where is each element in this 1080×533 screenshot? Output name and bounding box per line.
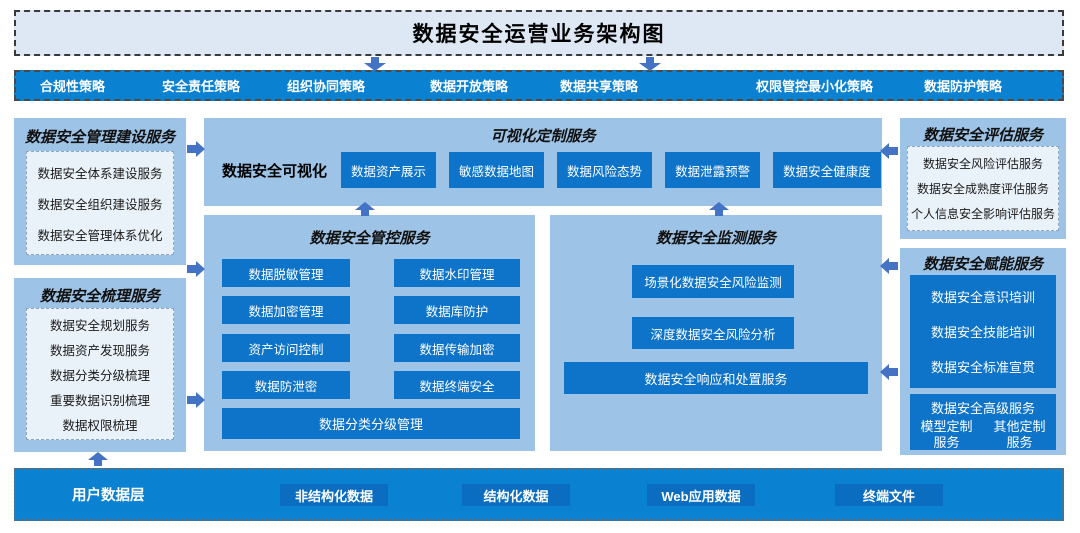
control-chip: 数据传输加密 xyxy=(394,334,520,362)
policy-strategy-bar: 合规性策略 安全责任策略 组织协同策略 数据开放策略 数据共享策略 权限管控最小… xyxy=(14,70,1064,101)
control-chip: 数据终端安全 xyxy=(394,371,520,399)
viz-chip: 数据泄露预警 xyxy=(665,152,761,188)
assess-item: 数据安全风险评估服务 xyxy=(922,157,1043,171)
bottom-chip: Web应用数据 xyxy=(647,484,755,506)
panel-enablement: 数据安全赋能服务 数据安全意识培训 数据安全技能培训 数据安全标准宣贯 数据安全… xyxy=(900,248,1066,455)
advanced-sub-item: 模型定制服务 xyxy=(920,419,973,450)
policy-item: 合规性策略 xyxy=(40,79,106,94)
enable-advanced-block: 数据安全高级服务 模型定制服务 其他定制服务 xyxy=(910,394,1056,450)
mgmt-item: 数据安全体系建设服务 xyxy=(37,166,163,181)
viz-chip: 敏感数据地图 xyxy=(449,152,545,188)
panel-control: 数据安全管控服务 数据脱敏管理 数据加密管理 资产访问控制 数据防泄密 数据水印… xyxy=(204,215,535,451)
policy-item: 权限管控最小化策略 xyxy=(756,79,874,94)
combing-item: 数据权限梳理 xyxy=(62,418,138,433)
monitor-wide-chip: 数据安全响应和处置服务 xyxy=(564,362,868,394)
control-chip: 数据脱敏管理 xyxy=(222,259,350,287)
panel-control-title: 数据安全管控服务 xyxy=(309,231,430,247)
advanced-sub-item: 其他定制服务 xyxy=(993,419,1046,450)
control-chip: 数据防泄密 xyxy=(222,371,350,399)
combing-item: 重要数据识别梳理 xyxy=(49,393,150,408)
combing-items-box: 数据安全规划服务 数据资产发现服务 数据分类分级梳理 重要数据识别梳理 数据权限… xyxy=(26,308,174,440)
viz-chip: 数据风险态势 xyxy=(557,152,653,188)
policy-item: 数据共享策略 xyxy=(560,79,639,94)
viz-chip: 数据安全健康度 xyxy=(773,152,881,188)
arrow-left-assess-to-viz xyxy=(880,143,898,159)
diagram-title: 数据安全运营业务架构图 xyxy=(412,22,666,46)
assess-item: 个人信息安全影响评估服务 xyxy=(910,207,1055,221)
arrow-right-mgmt-to-viz xyxy=(187,141,205,157)
control-chip: 资产访问控制 xyxy=(222,334,350,362)
policy-item: 数据开放策略 xyxy=(430,79,509,94)
mgmt-items-box: 数据安全体系建设服务 数据安全组织建设服务 数据安全管理体系优化 xyxy=(26,151,174,255)
policy-item: 组织协同策略 xyxy=(287,79,366,94)
policy-item: 数据防护策略 xyxy=(924,79,1003,94)
monitor-chip: 深度数据安全风险分析 xyxy=(632,317,794,349)
enable-items-block: 数据安全意识培训 数据安全技能培训 数据安全标准宣贯 xyxy=(910,275,1056,388)
arrow-up-control-to-viz xyxy=(355,202,375,216)
control-chip: 数据加密管理 xyxy=(222,296,350,324)
arrow-right-combing-to-control xyxy=(187,392,205,408)
panel-data-combing: 数据安全梳理服务 数据安全规划服务 数据资产发现服务 数据分类分级梳理 重要数据… xyxy=(14,278,186,452)
panel-mgmt-construction: 数据安全管理建设服务 数据安全体系建设服务 数据安全组织建设服务 数据安全管理体… xyxy=(14,118,186,265)
viz-chip: 数据资产展示 xyxy=(341,152,437,188)
advanced-title: 数据安全高级服务 xyxy=(930,401,1035,416)
arrow-down-title-to-policy xyxy=(364,57,386,71)
monitor-chip: 场景化数据安全风险监测 xyxy=(632,265,794,298)
control-chip: 数据水印管理 xyxy=(394,259,520,287)
bottom-chip: 非结构化数据 xyxy=(280,484,388,506)
mgmt-item: 数据安全管理体系优化 xyxy=(37,228,163,243)
panel-mgmt-title: 数据安全管理建设服务 xyxy=(24,130,175,146)
arrow-right-mgmt-to-control xyxy=(187,261,205,277)
arrow-left-enable-to-monitor xyxy=(880,258,898,274)
policy-item: 安全责任策略 xyxy=(162,79,241,94)
panel-viz-title: 可视化定制服务 xyxy=(490,129,596,145)
panel-monitor: 数据安全监测服务 场景化数据安全风险监测 深度数据安全风险分析 数据安全响应和处… xyxy=(550,215,882,451)
arrow-up-bar-to-combing xyxy=(88,452,108,466)
combing-item: 数据资产发现服务 xyxy=(49,343,150,358)
panel-enable-title: 数据安全赋能服务 xyxy=(922,257,1043,273)
panel-assessment: 数据安全评估服务 数据安全风险评估服务 数据安全成熟度评估服务 个人信息安全影响… xyxy=(900,118,1066,239)
arrow-down-title-to-policy xyxy=(639,57,661,71)
panel-combing-title: 数据安全梳理服务 xyxy=(39,289,160,305)
enable-item: 数据安全技能培训 xyxy=(930,325,1035,340)
arrow-up-monitor-to-viz xyxy=(709,202,729,216)
panel-monitor-title: 数据安全监测服务 xyxy=(655,231,776,247)
enable-item: 数据安全意识培训 xyxy=(930,290,1035,305)
bottom-bar-label: 用户数据层 xyxy=(72,488,145,504)
panel-visualization: 可视化定制服务 数据安全可视化 数据资产展示 敏感数据地图 数据风险态势 数据泄… xyxy=(204,118,882,206)
user-data-layer-bar: 用户数据层 非结构化数据 结构化数据 Web应用数据 终端文件 xyxy=(14,468,1064,521)
assess-item: 数据安全成熟度评估服务 xyxy=(916,182,1049,196)
arrow-left-enable-to-monitor xyxy=(880,364,898,380)
mgmt-item: 数据安全组织建设服务 xyxy=(37,197,163,212)
control-chip: 数据库防护 xyxy=(394,296,520,324)
enable-item: 数据安全标准宣贯 xyxy=(930,360,1035,375)
bottom-chip: 结构化数据 xyxy=(462,484,570,506)
diagram-title-box: 数据安全运营业务架构图 xyxy=(14,10,1064,56)
bottom-chip: 终端文件 xyxy=(835,484,943,506)
assess-items-box: 数据安全风险评估服务 数据安全成熟度评估服务 个人信息安全影响评估服务 xyxy=(907,146,1059,231)
combing-item: 数据分类分级梳理 xyxy=(49,368,150,383)
panel-assess-title: 数据安全评估服务 xyxy=(922,128,1043,144)
control-wide-chip: 数据分类分级管理 xyxy=(222,408,520,439)
combing-item: 数据安全规划服务 xyxy=(49,318,150,333)
advanced-subs: 模型定制服务 其他定制服务 xyxy=(910,419,1056,451)
viz-chip-row: 数据安全可视化 数据资产展示 敏感数据地图 数据风险态势 数据泄露预警 数据安全… xyxy=(214,150,881,190)
viz-label: 数据安全可视化 xyxy=(222,162,328,180)
